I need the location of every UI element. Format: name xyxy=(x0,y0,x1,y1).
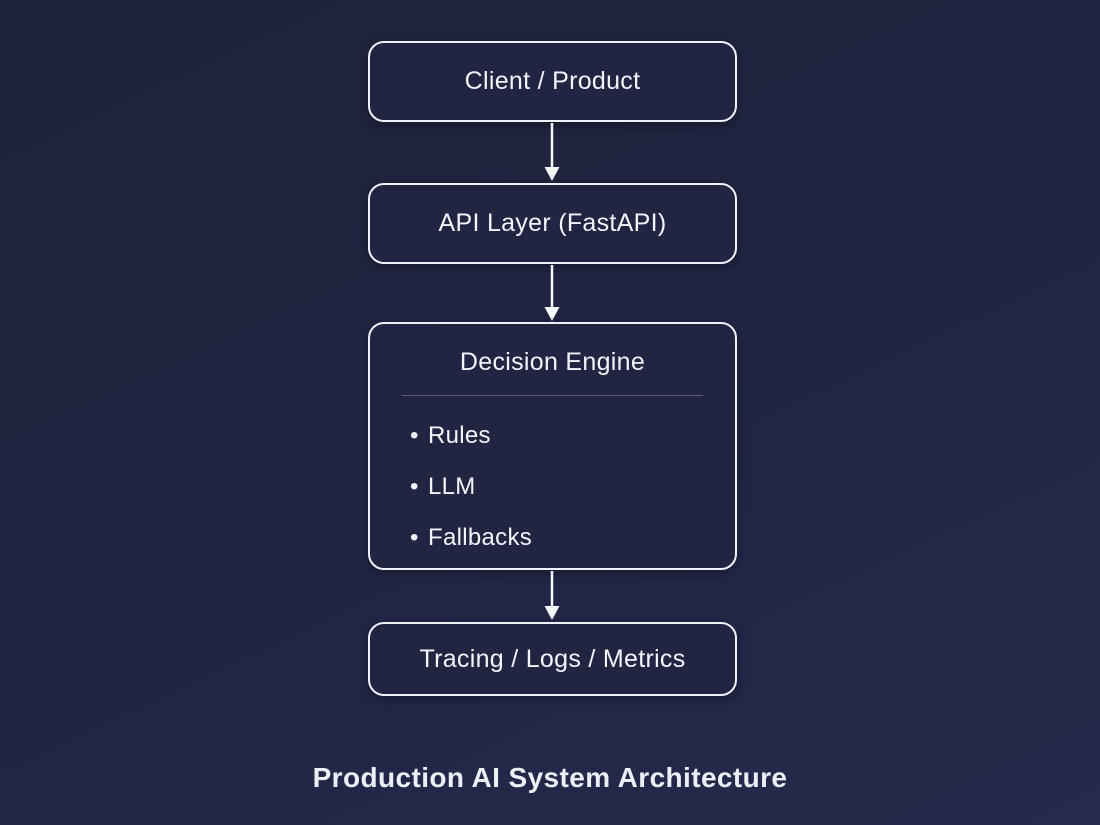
list-item: • Fallbacks xyxy=(410,512,715,563)
node-decision-engine: Decision Engine • Rules • LLM • Fallback… xyxy=(368,322,737,570)
node-client-product: Client / Product xyxy=(368,41,737,122)
node-api-layer: API Layer (FastAPI) xyxy=(368,183,737,264)
node-label: Client / Product xyxy=(464,67,641,95)
item-label: Rules xyxy=(428,421,491,449)
bullet-icon: • xyxy=(410,523,419,551)
divider xyxy=(402,395,703,396)
decision-items: • Rules • LLM • Fallbacks xyxy=(370,400,735,563)
flow-arrow-down-icon xyxy=(544,571,560,620)
node-tracing-logs-metrics: Tracing / Logs / Metrics xyxy=(368,622,737,696)
flow-arrow-down-icon xyxy=(544,123,560,181)
bullet-icon: • xyxy=(410,421,419,449)
list-item: • Rules xyxy=(410,410,715,461)
node-label: Decision Engine xyxy=(459,348,646,376)
bullet-icon: • xyxy=(410,472,419,500)
diagram-title: Production AI System Architecture xyxy=(312,762,788,793)
list-item: • LLM xyxy=(410,461,715,512)
item-label: Fallbacks xyxy=(428,523,533,551)
node-label: Tracing / Logs / Metrics xyxy=(419,644,686,673)
node-label: API Layer (FastAPI) xyxy=(438,209,667,237)
item-label: LLM xyxy=(428,472,476,500)
flow-arrow-down-icon xyxy=(544,265,560,321)
